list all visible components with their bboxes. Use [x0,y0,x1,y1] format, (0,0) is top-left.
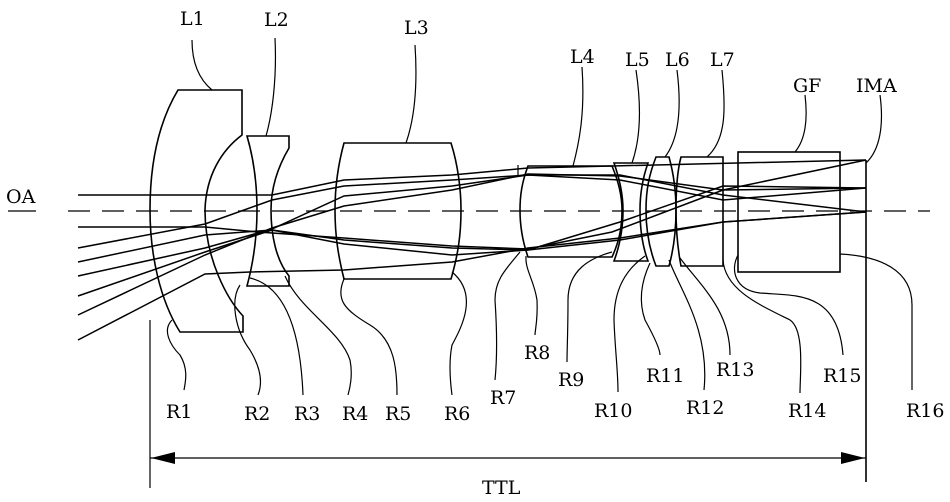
leader-R7 [495,252,520,380]
label-R7: R7 [490,387,516,409]
leader-L1 [192,40,212,90]
label-L2: L2 [264,9,289,31]
leader-R11 [641,263,660,355]
leader-GF [795,95,806,152]
label-R13: R13 [716,359,754,381]
leader-L6 [665,70,679,157]
ttl-arrow-left-icon [151,452,175,464]
leader-R2 [235,285,261,395]
leader-L5 [632,70,639,163]
label-R16: R16 [906,400,944,422]
leader-R15 [734,255,843,355]
ray [78,212,866,340]
label-GF: GF [793,75,821,97]
label-R9: R9 [558,369,584,391]
label-L5: L5 [625,49,650,71]
leader-L3 [406,45,416,143]
label-L1: L1 [180,8,205,30]
label-R5: R5 [385,403,411,425]
leader-L2 [266,38,275,136]
ray [78,212,866,296]
label-L4: L4 [570,46,595,68]
label-IMA: IMA [856,75,897,97]
label-R12: R12 [686,397,724,419]
label-R8: R8 [524,342,550,364]
leader-L7 [707,70,724,157]
leader-IMA [866,95,881,163]
leader-R6 [450,272,466,395]
leader-R3 [250,278,303,395]
label-R10: R10 [594,400,632,422]
label-R11: R11 [646,365,684,387]
label-R1: R1 [166,401,192,423]
leader-R1 [167,320,185,390]
label-L7: L7 [710,49,735,71]
ray-bundle [78,160,866,340]
ttl-label: TTL [482,477,521,499]
leader-R5 [341,279,397,395]
leader-R8 [526,256,537,335]
optical-axis-label: OA [6,186,36,208]
label-L3: L3 [404,17,429,39]
leader-R13 [680,258,730,355]
ttl-arrow-right-icon [841,452,865,464]
label-R3: R3 [294,403,320,425]
leader-R9 [567,252,612,362]
label-R4: R4 [342,403,368,425]
leader-L4 [573,67,583,166]
label-R15: R15 [823,365,861,387]
leader-R10 [614,256,645,392]
label-R14: R14 [788,400,826,422]
label-R2: R2 [244,403,270,425]
filter-GF [738,152,840,272]
label-R6: R6 [444,403,470,425]
label-L6: L6 [665,49,690,71]
